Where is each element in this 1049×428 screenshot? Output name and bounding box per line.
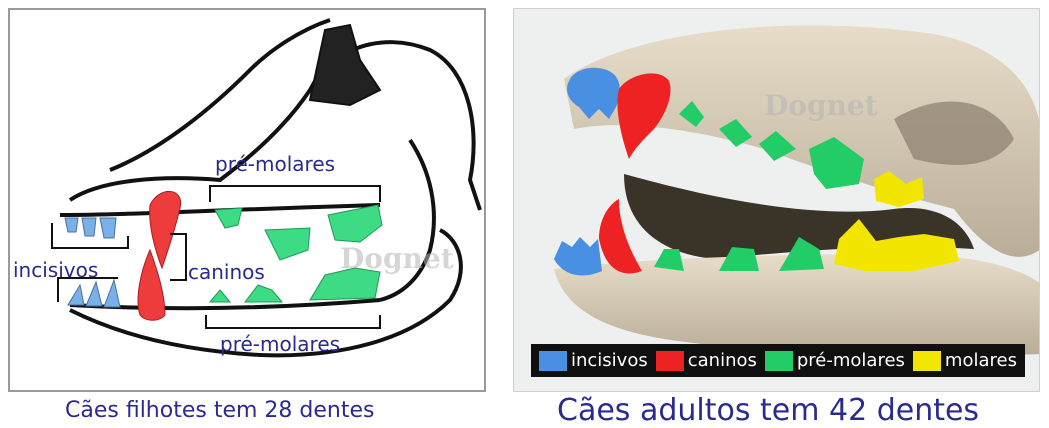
legend-label-molars: molares xyxy=(945,350,1017,371)
legend-item-incisors: incisivos xyxy=(539,350,648,371)
legend-swatch-molars xyxy=(913,351,941,371)
legend-swatch-canines xyxy=(656,351,684,371)
legend-label-incisors: incisivos xyxy=(571,350,648,371)
adult-skull-drawing xyxy=(514,9,1040,392)
puppy-upper-incisors xyxy=(65,218,116,238)
puppy-jaw-diagram: Dognet pré-molares pré-molares incisivos… xyxy=(8,8,486,392)
premolar-bracket-bottom xyxy=(206,315,380,328)
premolar-bracket-top xyxy=(210,186,380,202)
adult-watermark: Dognet xyxy=(764,89,878,122)
label-premolars-bottom: pré-molares xyxy=(220,332,340,356)
legend-item-canines: caninos xyxy=(656,350,757,371)
legend-swatch-incisors xyxy=(539,351,567,371)
caption-puppy: Cães filhotes tem 28 dentes xyxy=(65,398,374,423)
skull-outline xyxy=(70,42,480,210)
legend-item-molars: molares xyxy=(913,350,1017,371)
label-premolars-top: pré-molares xyxy=(215,152,335,176)
skull-upper-line xyxy=(110,20,330,170)
legend-swatch-premolars xyxy=(765,351,793,371)
legend-item-premolars: pré-molares xyxy=(765,350,905,371)
adult-skull-photo: Dognet incisivos caninos pré-molares mol… xyxy=(513,8,1040,392)
puppy-lower-incisors xyxy=(68,280,120,307)
eye-socket xyxy=(310,25,380,105)
puppy-upper-canine xyxy=(150,191,181,268)
puppy-watermark: Dognet xyxy=(340,242,454,275)
canine-bracket xyxy=(170,234,186,280)
caption-adult: Cães adultos tem 42 dentes xyxy=(557,393,979,428)
legend-label-canines: caninos xyxy=(688,350,757,371)
legend-label-premolars: pré-molares xyxy=(797,350,905,371)
jaw-hinge xyxy=(380,140,434,300)
teeth-legend: incisivos caninos pré-molares molares xyxy=(531,344,1025,377)
label-incisors: incisivos xyxy=(13,258,98,282)
label-canines: caninos xyxy=(188,260,265,284)
